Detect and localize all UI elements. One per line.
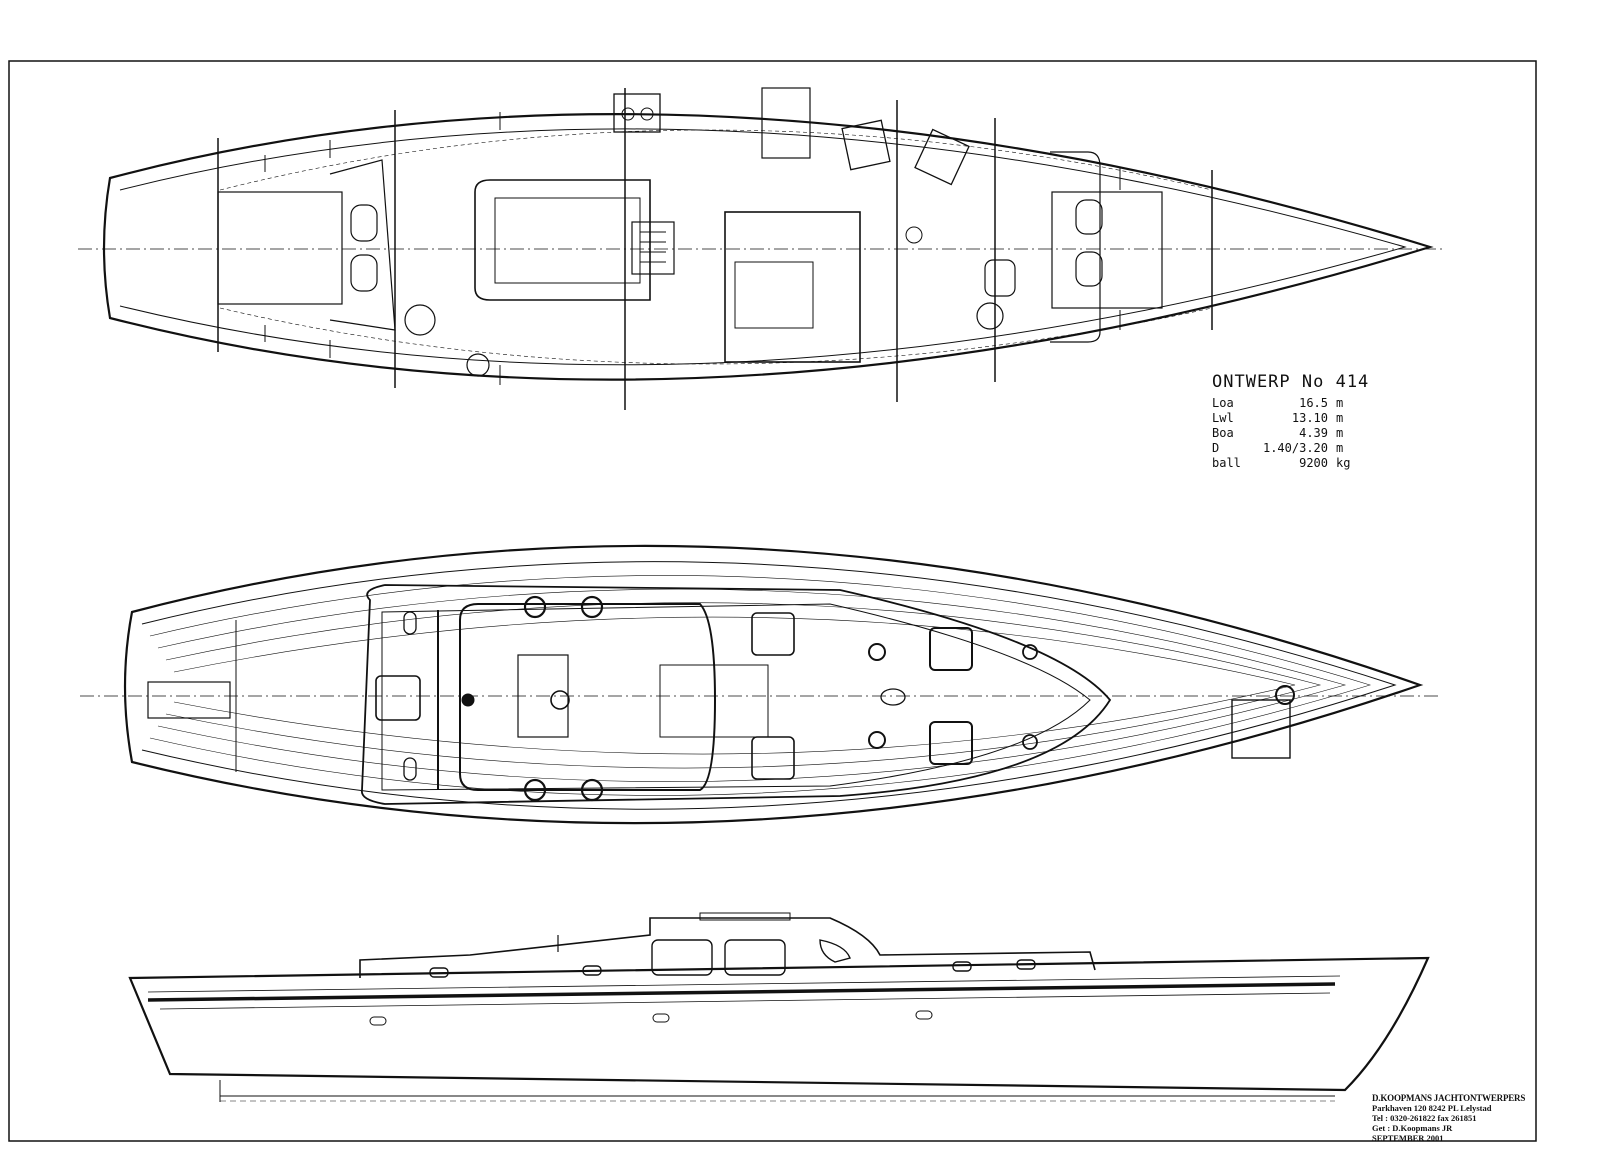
deck-cockpit <box>459 603 717 791</box>
spec-value: 16.5 <box>1299 396 1328 410</box>
spec-unit: m <box>1336 426 1344 440</box>
spec-label: Boa <box>1212 426 1234 440</box>
coachroof <box>361 584 1112 805</box>
spec-row-boa: Boa 4.39 m <box>1212 426 1472 441</box>
stamp-firm: D.KOOPMANS JACHTONTWERPERS <box>1372 1093 1526 1103</box>
deckhouse <box>359 917 1096 978</box>
hull-profile <box>128 956 1430 1092</box>
spec-value: 1.40/3.20 <box>1262 441 1328 455</box>
spec-value: 4.39 <box>1299 426 1328 440</box>
spec-label: ball <box>1212 456 1241 470</box>
spec-label: D <box>1212 441 1220 455</box>
sheer-stripe <box>147 982 1336 1002</box>
sheet-border <box>8 60 1537 1142</box>
deck-plan <box>80 544 1440 825</box>
spec-label: Loa <box>1212 396 1234 410</box>
spec-row-loa: Loa 16.5 m <box>1212 396 1472 411</box>
spec-unit: m <box>1336 411 1344 425</box>
hull-outline-deck <box>123 544 1424 825</box>
design-title: ONTWERP No 414 <box>1212 372 1370 392</box>
spec-unit: m <box>1336 396 1344 410</box>
design-title-block: ONTWERP No 414 Loa 16.5 m Lwl 13.10 m Bo… <box>1212 372 1472 471</box>
hull-outline-plan <box>102 113 1434 381</box>
stamp-drawn: Get : D.Koopmans JR <box>1372 1123 1453 1133</box>
spec-value: 9200 <box>1299 456 1328 470</box>
spec-row-lwl: Lwl 13.10 m <box>1212 411 1472 426</box>
spec-unit: kg <box>1336 456 1351 470</box>
stamp-date: SEPTEMBER 2001 <box>1372 1133 1444 1143</box>
spec-unit: m <box>1336 441 1344 455</box>
spec-label: Lwl <box>1212 411 1234 425</box>
side-profile <box>128 912 1430 1102</box>
spec-value: 13.10 <box>1291 411 1328 425</box>
companionway <box>631 221 675 275</box>
interior-plan <box>78 87 1446 410</box>
stamp-address: Parkhaven 120 8242 PL Lelystad <box>1372 1103 1492 1113</box>
stamp-tel: Tel : 0320-261822 fax 261851 <box>1372 1113 1477 1123</box>
cockpit-well <box>474 179 651 301</box>
hull-inner-line <box>119 128 1407 366</box>
spec-row-ballast: ball 9200 kg <box>1212 456 1472 471</box>
saloon-table <box>724 211 861 363</box>
spec-row-draft: D 1.40/3.20 m <box>1212 441 1472 456</box>
designer-stamp: D.KOOPMANS JACHTONTWERPERS Parkhaven 120… <box>1372 1093 1532 1143</box>
